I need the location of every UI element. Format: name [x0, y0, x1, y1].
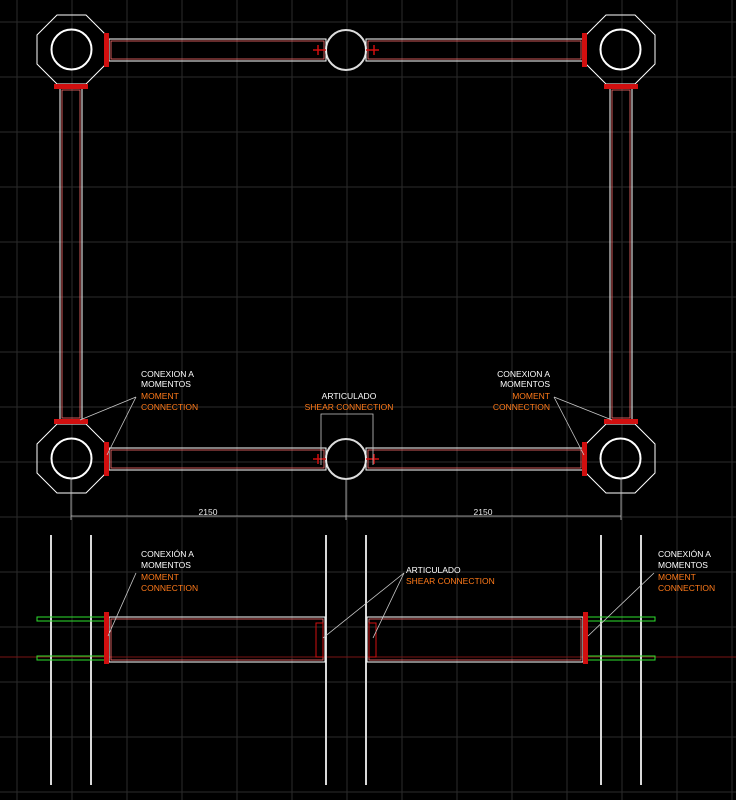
- plan-left-label-es-1: CONEXION A: [141, 369, 194, 379]
- beam-top-left: [108, 38, 327, 62]
- plan-left-label-en-1: MOMENT: [141, 391, 179, 401]
- plan-center-label-en: SHEAR CONNECTION: [305, 402, 394, 412]
- beam-bottom-right: [365, 447, 584, 471]
- elevation-leaders: [107, 572, 655, 639]
- plan-view: 2150 2150 CONEXION A MOMENTOS MOMENT CON…: [36, 14, 656, 520]
- moment-plates: [54, 33, 638, 476]
- column-top-middle: [325, 29, 367, 71]
- dimension-right-value: 2150: [474, 507, 493, 517]
- plan-right-label-en-2: CONNECTION: [493, 402, 550, 412]
- beam-right: [609, 87, 633, 421]
- elevation-view: CONEXIÓN A MOMENTOS MOMENT CONNECTION AR…: [0, 535, 736, 785]
- plan-center-label-es: ARTICULADO: [322, 391, 377, 401]
- elev-right-label-es-2: MOMENTOS: [658, 560, 708, 570]
- elev-right-label-en-1: MOMENT: [658, 572, 696, 582]
- dimension-line: [70, 478, 622, 520]
- plan-left-label-es-2: MOMENTOS: [141, 379, 191, 389]
- elev-center-label-en: SHEAR CONNECTION: [406, 576, 495, 586]
- elev-left-label-en-2: CONNECTION: [141, 583, 198, 593]
- elev-left-label-es-1: CONEXIÓN A: [141, 549, 194, 559]
- column-bottom-left: [36, 423, 107, 494]
- column-bottom-right: [585, 423, 656, 494]
- plan-right-label-en-1: MOMENT: [512, 391, 550, 401]
- elevation-beam-left: [108, 616, 326, 663]
- beam-top-right: [365, 38, 584, 62]
- plan-right-label-es-1: CONEXION A: [497, 369, 550, 379]
- shear-tabs: [313, 45, 379, 464]
- beam-left: [59, 87, 83, 421]
- dimension-left-value: 2150: [199, 507, 218, 517]
- plan-left-label-en-2: CONNECTION: [141, 402, 198, 412]
- column-bottom-middle: [325, 438, 367, 480]
- elevation-bolts: [36, 616, 656, 661]
- elev-left-label-en-1: MOMENT: [141, 572, 179, 582]
- elevation-shear-tabs: [315, 622, 377, 658]
- elev-right-label-en-2: CONNECTION: [658, 583, 715, 593]
- column-top-right: [585, 14, 656, 85]
- elev-center-label-es: ARTICULADO: [406, 565, 461, 575]
- elevation-moment-plates: [104, 612, 588, 664]
- elev-left-label-es-2: MOMENTOS: [141, 560, 191, 570]
- plan-right-label-es-2: MOMENTOS: [500, 379, 550, 389]
- beam-bottom-left: [108, 447, 327, 471]
- elev-right-label-es-1: CONEXIÓN A: [658, 549, 711, 559]
- elevation-beam-right: [366, 616, 584, 663]
- plan-leaders: [79, 396, 613, 465]
